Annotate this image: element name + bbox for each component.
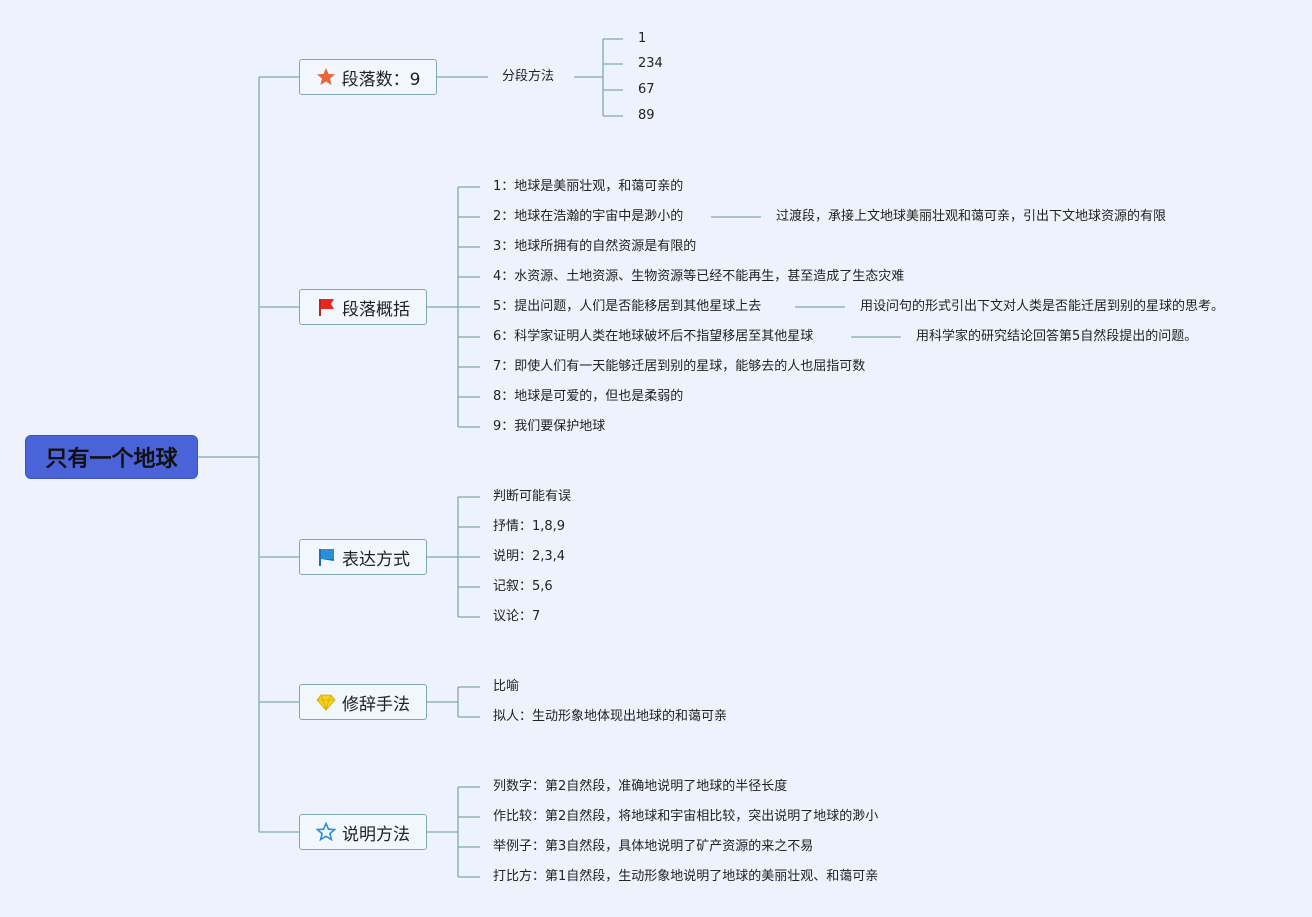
star-orange-icon: [316, 68, 335, 85]
branch-paragraph-count[interactable]: 段落数：9: [299, 59, 437, 95]
leaf-split-group[interactable]: 89: [638, 108, 655, 123]
leaf-method-compare[interactable]: 作比较：第2自然段，将地球和宇宙相比较，突出说明了地球的渺小: [493, 809, 879, 824]
red-flag-icon: [319, 299, 334, 316]
leaf-summary-8[interactable]: 8：地球是可爱的，但也是柔弱的: [493, 389, 684, 404]
leaf-summary-2-note[interactable]: 过渡段，承接上文地球美丽壮观和蔼可亲，引出下文地球资源的有限: [776, 209, 1167, 224]
blue-flag-icon: [319, 549, 334, 566]
leaf-split-group[interactable]: 67: [638, 82, 655, 97]
leaf-split-group[interactable]: 234: [638, 56, 663, 71]
branch-label: 表达方式: [342, 549, 410, 570]
leaf-summary-7[interactable]: 7：即使人们有一天能够迁居到别的星球，能够去的人也屈指可数: [493, 359, 866, 374]
leaf-summary-3[interactable]: 3：地球所拥有的自然资源是有限的: [493, 239, 697, 254]
branch-label: 说明方法: [342, 824, 410, 845]
leaf-expression-discuss[interactable]: 议论：7: [493, 609, 541, 624]
leaf-summary-6-note[interactable]: 用科学家的研究结论回答第5自然段提出的问题。: [916, 329, 1198, 344]
root-node[interactable]: 只有一个地球: [25, 435, 198, 479]
star-outline-icon: [316, 822, 336, 842]
leaf-summary-5[interactable]: 5：提出问题，人们是否能移居到其他星球上去: [493, 299, 762, 314]
leaf-split-method[interactable]: 分段方法: [502, 69, 555, 84]
leaf-method-example[interactable]: 举例子：第3自然段，具体地说明了矿产资源的来之不易: [493, 839, 814, 854]
leaf-expression-narrate[interactable]: 记叙：5,6: [493, 579, 553, 594]
leaf-summary-1[interactable]: 1：地球是美丽壮观，和蔼可亲的: [493, 179, 684, 194]
leaf-expression-note[interactable]: 判断可能有误: [493, 489, 572, 504]
leaf-summary-2[interactable]: 2：地球在浩瀚的宇宙中是渺小的: [493, 209, 684, 224]
leaf-expression-explain[interactable]: 说明：2,3,4: [493, 549, 566, 564]
leaf-summary-6[interactable]: 6：科学家证明人类在地球破坏后不指望移居至其他星球: [493, 329, 814, 344]
gem-icon: [316, 694, 336, 712]
leaf-expression-lyric[interactable]: 抒情：1,8,9: [493, 519, 566, 534]
branch-explanation-methods[interactable]: 说明方法: [299, 814, 427, 850]
leaf-rhetoric-metaphor[interactable]: 比喻: [493, 679, 520, 694]
branch-label: 段落数：9: [341, 69, 421, 90]
branch-label: 段落概括: [342, 299, 410, 320]
leaf-rhetoric-personify[interactable]: 拟人：生动形象地体现出地球的和蔼可亲: [493, 709, 728, 724]
leaf-method-numbers[interactable]: 列数字：第2自然段，准确地说明了地球的半径长度: [493, 779, 788, 794]
branch-rhetoric[interactable]: 修辞手法: [299, 684, 427, 720]
leaf-summary-4[interactable]: 4：水资源、土地资源、生物资源等已经不能再生，甚至造成了生态灾难: [493, 269, 905, 284]
branch-label: 修辞手法: [342, 694, 410, 715]
leaf-summary-5-note[interactable]: 用设问句的形式引出下文对人类是否能迁居到别的星球的思考。: [860, 299, 1225, 314]
branch-expression-methods[interactable]: 表达方式: [299, 539, 427, 575]
leaf-method-analogy[interactable]: 打比方：第1自然段，生动形象地说明了地球的美丽壮观、和蔼可亲: [493, 869, 879, 884]
leaf-summary-9[interactable]: 9：我们要保护地球: [493, 419, 606, 434]
leaf-split-group[interactable]: 1: [638, 31, 647, 46]
root-title: 只有一个地球: [45, 447, 178, 472]
branch-paragraph-summary[interactable]: 段落概括: [299, 289, 427, 325]
